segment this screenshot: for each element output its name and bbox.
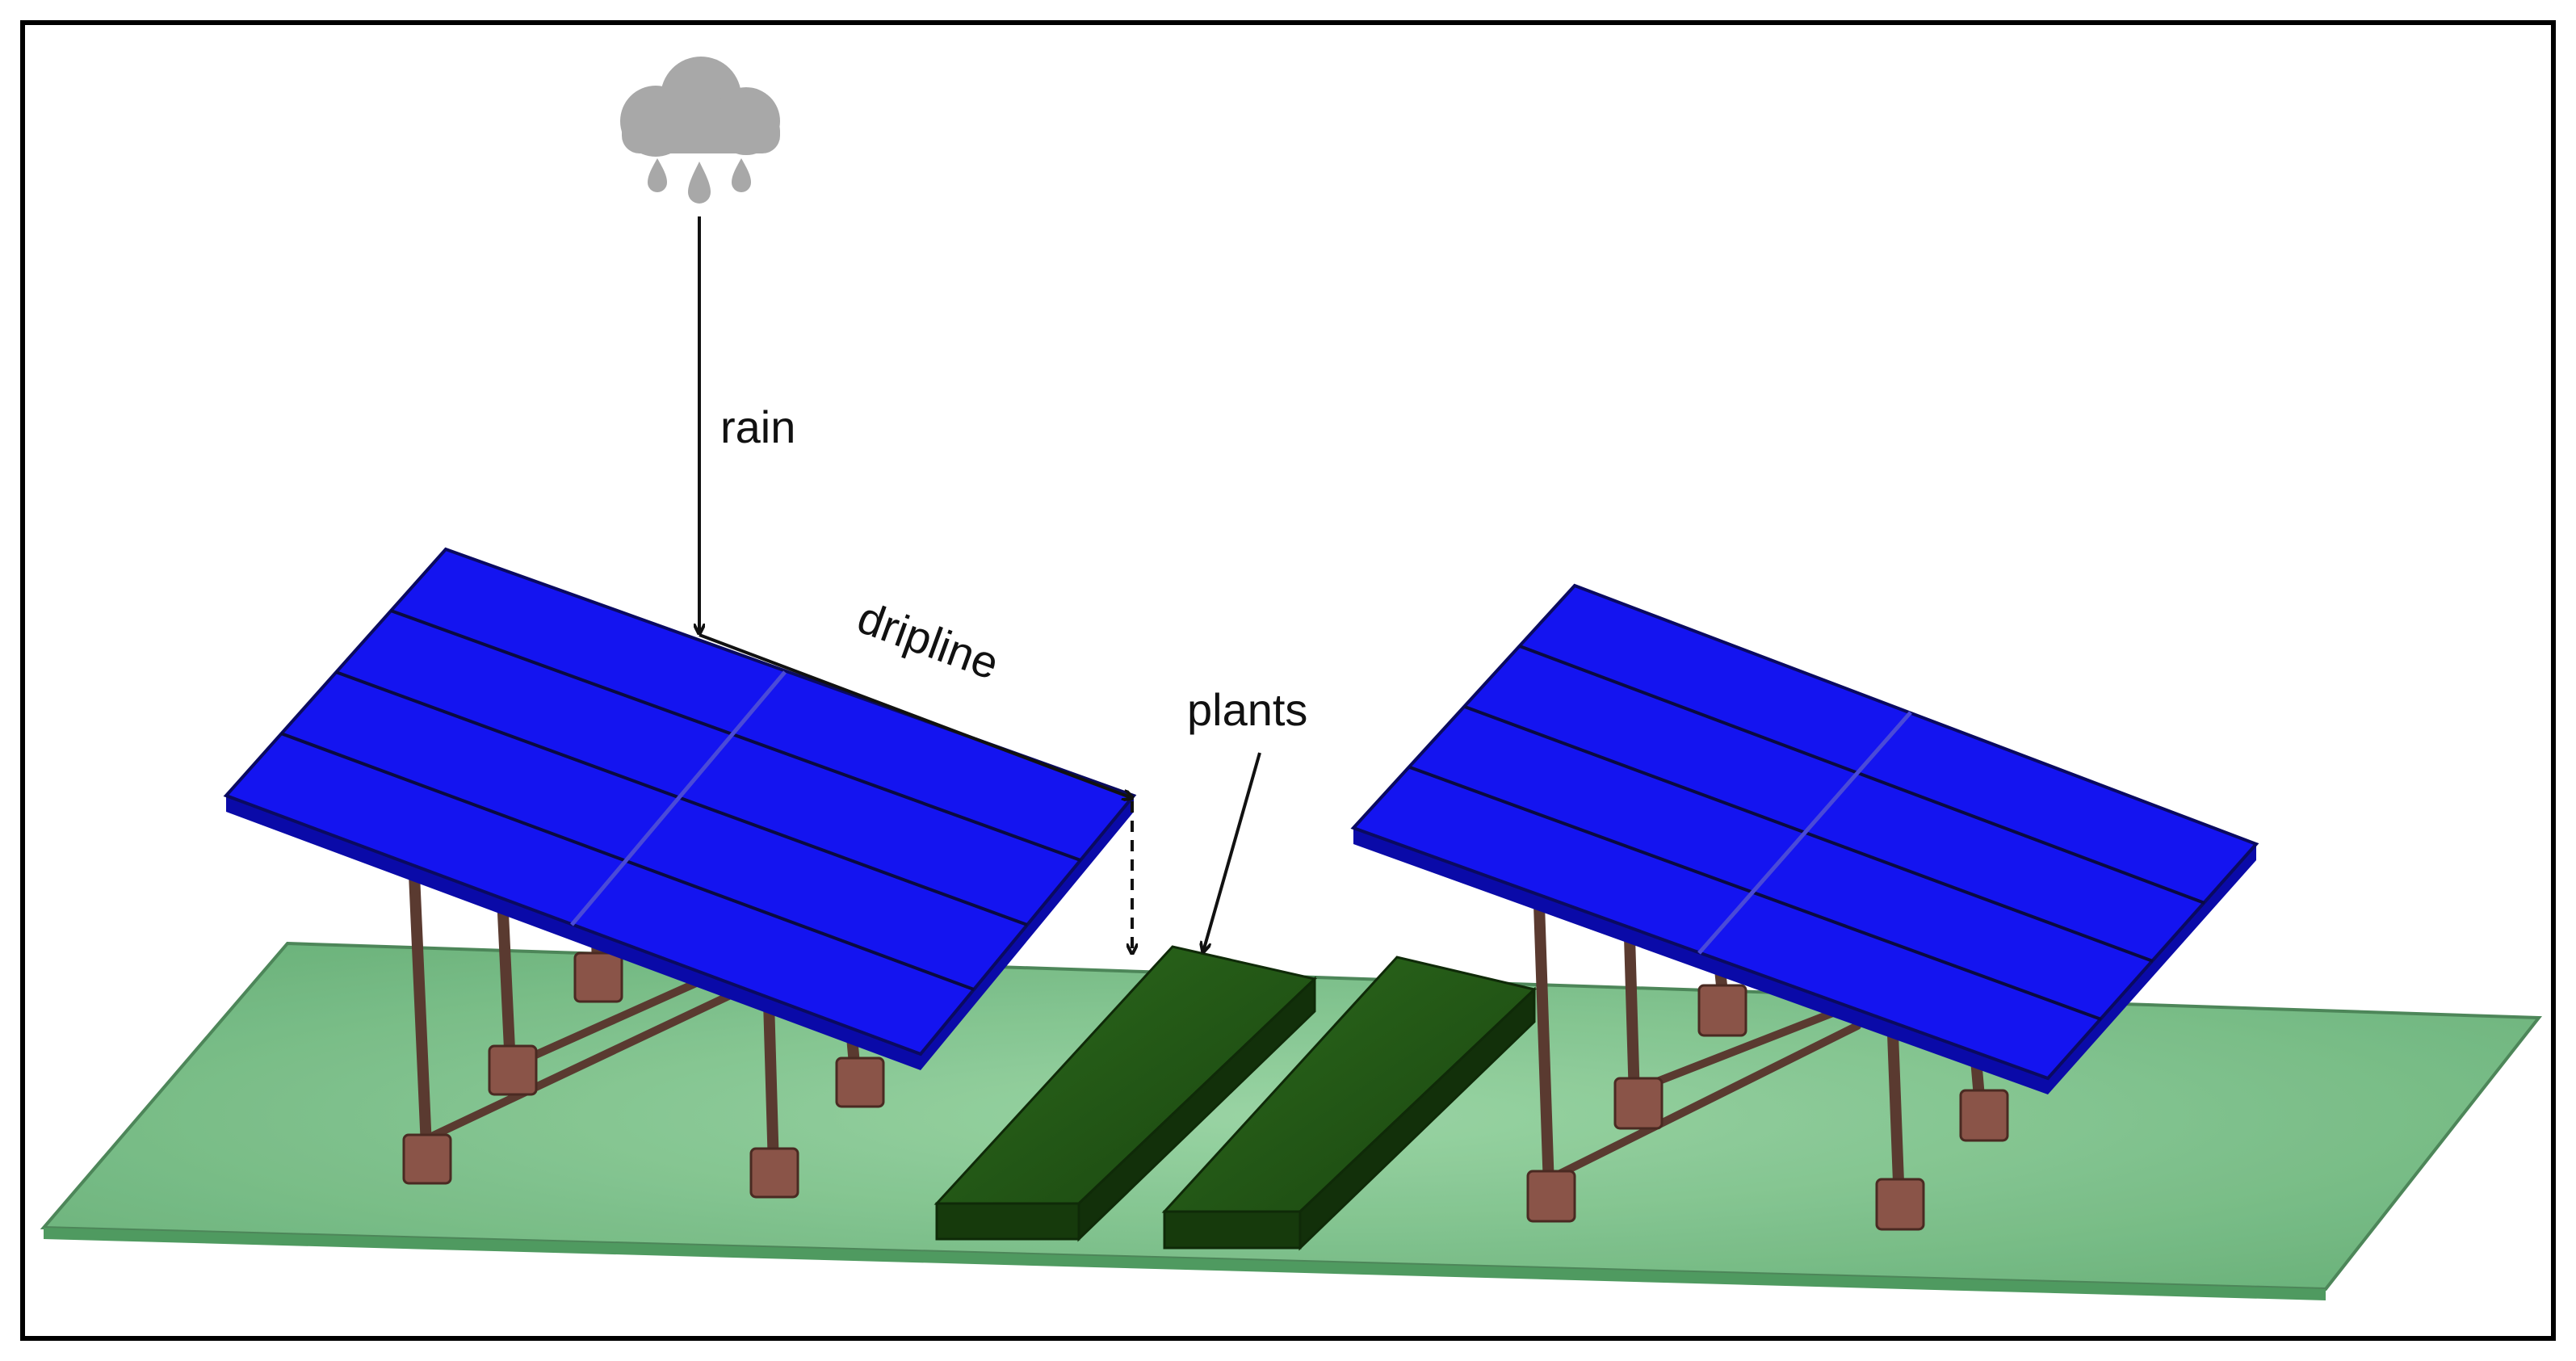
left-panel-seams — [280, 609, 1081, 991]
plants-label: plants — [1187, 684, 1307, 735]
rain-label: rain — [720, 401, 795, 452]
left-array-footings — [402, 951, 885, 1199]
right-solar-array — [1350, 583, 2259, 1231]
dripline-arrow — [699, 633, 1132, 798]
rain-cloud-icon — [620, 57, 780, 204]
plants-arrow — [1203, 752, 1261, 951]
right-array-footings — [1526, 984, 2009, 1231]
right-panel-seams — [1409, 645, 2205, 1021]
left-solar-array — [223, 547, 1137, 1199]
plant-bed-left — [933, 945, 1318, 1242]
plant-bed-right — [1161, 956, 1538, 1251]
